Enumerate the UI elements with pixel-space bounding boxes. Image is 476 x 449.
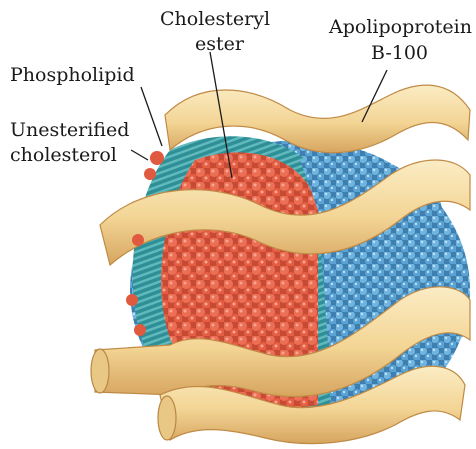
label-phospholipid: Phospholipid	[10, 65, 135, 86]
cholesterol-sphere	[150, 151, 164, 165]
leader-line-phospholipid	[141, 87, 162, 146]
cholesterol-sphere	[134, 324, 146, 336]
apolipoprotein-band-end	[158, 396, 176, 440]
cholesterol-sphere	[132, 234, 144, 246]
cholesterol-sphere	[126, 294, 138, 306]
label-unesterified-line1: Unesterified	[10, 120, 129, 141]
label-cholesteryl-ester-line1: Cholesteryl	[160, 9, 270, 30]
apolipoprotein-band-end	[91, 349, 109, 393]
leader-line-unesterified-cholesterol	[131, 150, 148, 160]
label-apolipoprotein-line1: Apolipoprotein	[329, 17, 472, 38]
label-cholesteryl-ester-line2: ester	[195, 34, 244, 55]
cholesterol-sphere	[144, 168, 156, 180]
label-apolipoprotein-line2: B-100	[371, 43, 428, 64]
label-unesterified-line2: cholesterol	[10, 145, 117, 166]
